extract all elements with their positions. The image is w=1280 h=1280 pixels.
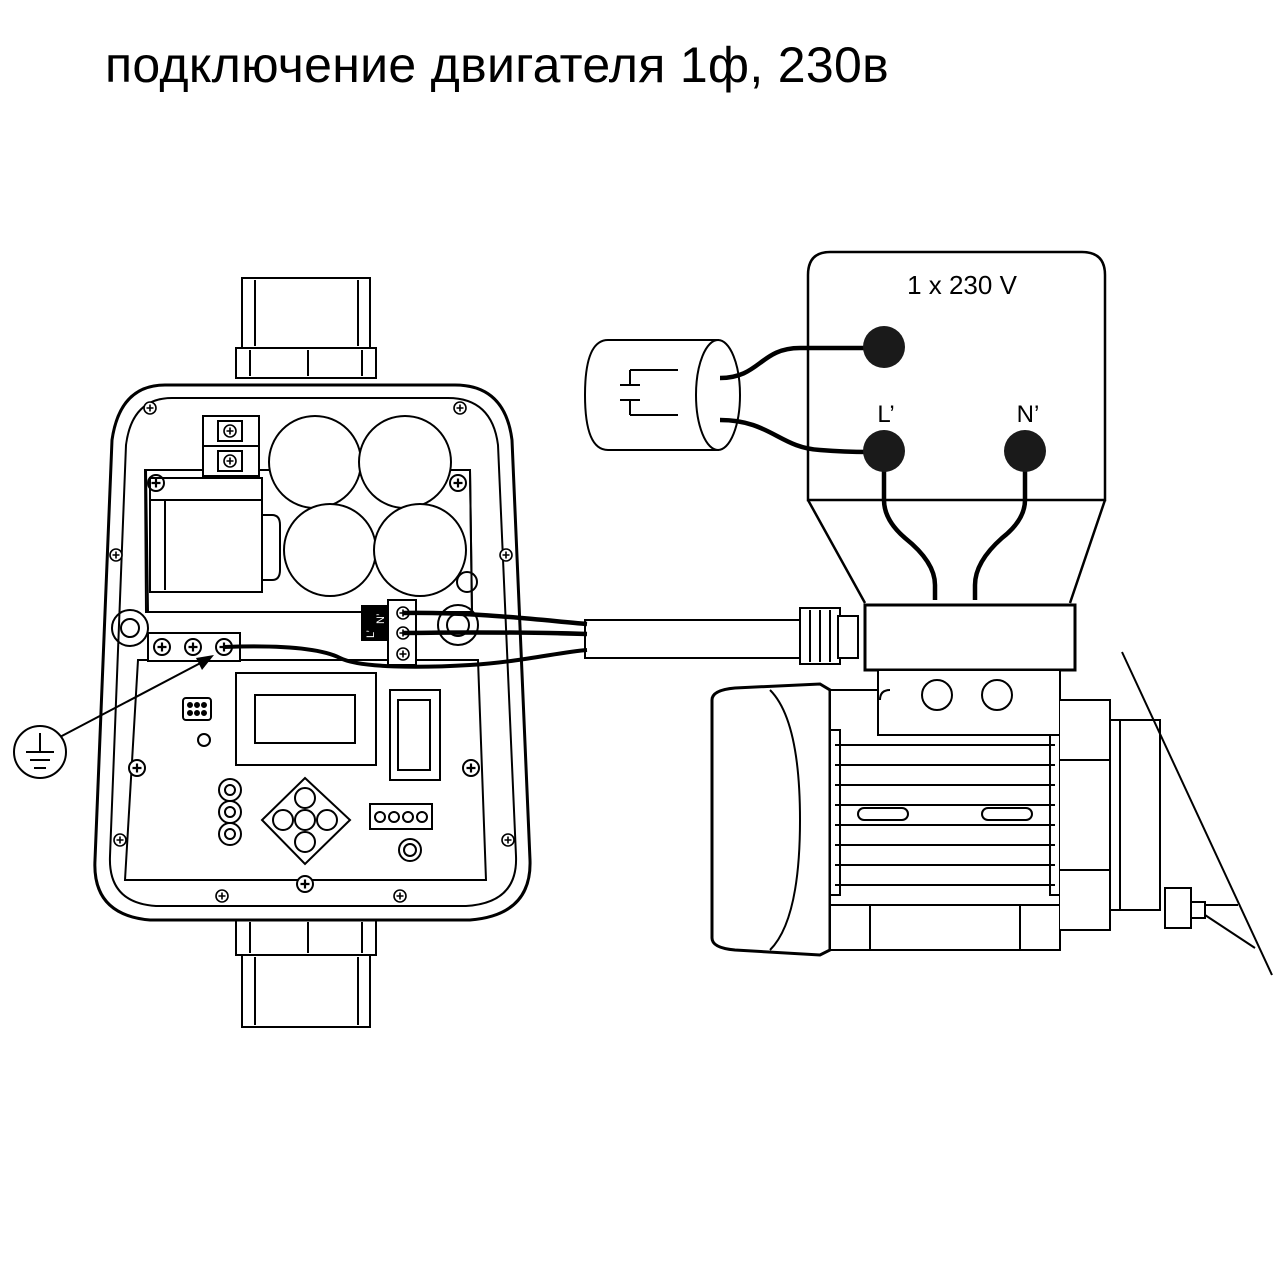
motor-terminal-box bbox=[806, 250, 1107, 604]
motor-wires bbox=[719, 345, 1028, 600]
terminal-n-label: N’ bbox=[1017, 401, 1040, 428]
top-terminal-block bbox=[202, 415, 260, 477]
motor bbox=[710, 603, 1273, 976]
terminal-l-label: L’ bbox=[877, 401, 894, 428]
filter-capacitors bbox=[268, 415, 467, 597]
capacitor-icon bbox=[583, 339, 741, 451]
voltage-label: 1 x 230 V bbox=[907, 270, 1018, 300]
output-terminal-label-n: N’ bbox=[375, 614, 387, 624]
keypad bbox=[260, 776, 352, 866]
pressure-controller bbox=[93, 277, 532, 1028]
terminal-n bbox=[1004, 430, 1046, 472]
dip-connector bbox=[182, 697, 212, 721]
capacitor-terminal bbox=[863, 326, 905, 368]
led-indicators bbox=[218, 778, 242, 846]
pin-connector bbox=[369, 803, 433, 830]
transformer bbox=[149, 477, 281, 593]
output-terminal-label-l: L’ bbox=[365, 630, 377, 638]
page-title: подключение двигателя 1ф, 230в bbox=[105, 37, 889, 93]
ground-pointer-arrow bbox=[57, 657, 211, 739]
motor-terminals bbox=[863, 326, 1046, 472]
terminal-l bbox=[863, 430, 905, 472]
cable-gland bbox=[799, 607, 859, 665]
display bbox=[235, 672, 377, 766]
outlet-fitting bbox=[235, 919, 377, 1028]
inlet-fitting bbox=[235, 277, 377, 379]
earth-terminal-block bbox=[147, 632, 241, 662]
ground-icon bbox=[13, 725, 67, 779]
power-cable bbox=[223, 607, 859, 669]
